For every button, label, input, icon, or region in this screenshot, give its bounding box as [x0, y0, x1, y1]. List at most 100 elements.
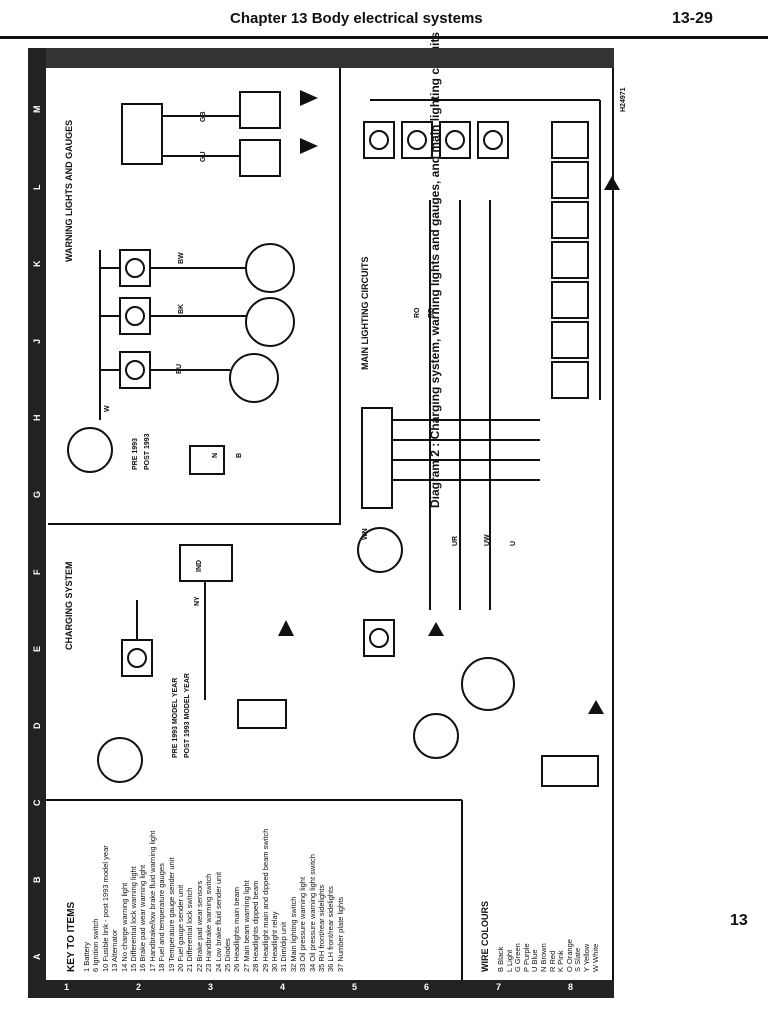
grid-letter: D [32, 722, 42, 730]
lamp-14-bulb [127, 648, 147, 668]
key-item: 26 Headlights main beam [232, 886, 242, 972]
wire-colour-item: Y Yellow [582, 943, 591, 972]
grid-strip-letters [28, 48, 46, 998]
lamp-35b-bulb [407, 130, 427, 150]
grid-letter: L [32, 184, 42, 191]
lighting-circuit [357, 99, 601, 787]
lamp-36b [551, 161, 589, 199]
label-post-1993-year: POST 1993 MODEL YEAR [184, 673, 191, 758]
wire-colour-item: N Brown [539, 943, 548, 972]
wire-label-u: U [510, 540, 517, 546]
grid-letter: M [32, 105, 42, 114]
sender-19 [239, 139, 281, 177]
section-label-charging: CHARGING SYSTEM [64, 561, 74, 650]
key-item: 27 Main beam warning light [241, 880, 251, 972]
chapter-side-tab: 13 [730, 912, 748, 929]
key-item: 13 Alternator [110, 929, 120, 972]
grid-letter: F [32, 569, 42, 576]
figure-code: H24971 [620, 87, 627, 112]
earth-symbols [278, 90, 620, 714]
key-item: 30 Headlight relay [270, 911, 279, 972]
wire-label-rb: RB [428, 307, 435, 318]
label-post-1993: POST 1993 [144, 433, 151, 470]
earth-2 [300, 138, 318, 154]
switch-23 [245, 243, 295, 293]
lamp-37a-bulb [445, 130, 465, 150]
headlight-26b [551, 241, 589, 279]
oil-lamp-33 [363, 619, 395, 657]
key-item: 36 LH front/rear sidelights [326, 886, 336, 972]
battery-1-a [237, 699, 287, 729]
wire-label-gu: GU [200, 151, 207, 163]
switch-21 [229, 353, 279, 403]
lamp-36a [551, 121, 589, 159]
lamp-15-bulb [125, 360, 145, 380]
section-label-main-lighting: MAIN LIGHTING CIRCUITS [360, 256, 370, 371]
alternator-ref-1 [189, 445, 225, 475]
alternator-13 [179, 544, 233, 582]
warning-27 [551, 361, 589, 399]
warning-lamps [67, 91, 295, 475]
lamp-37a [439, 121, 471, 159]
grid-letter: C [32, 799, 42, 807]
grid-number: 5 [352, 982, 358, 992]
earth-5 [588, 700, 604, 714]
lamp-16 [119, 249, 151, 287]
key-item: 33 Oil pressure warning light [298, 876, 308, 972]
key-item: 22 Brake pad wear sensors [194, 880, 204, 972]
dimdip-unit-31 [361, 407, 393, 509]
wire-label-uw: UW [484, 534, 491, 546]
key-item: 34 Oil pressure warning light switch [307, 854, 317, 972]
grid-number: 8 [568, 982, 574, 992]
wire-label-ind: IND [196, 559, 203, 572]
grid-letter: K [32, 260, 42, 268]
lamp-15 [119, 351, 151, 389]
battery-1-b [541, 755, 599, 787]
wire-colour-item: K Pink [556, 950, 566, 972]
chapter-title: Chapter 13 Body electrical systems [230, 10, 483, 27]
section-label-warning: WARNING LIGHTS AND GAUGES [64, 119, 74, 262]
key-item: 14 No charge warning light [119, 882, 129, 972]
key-item: 20 Fuel gauge sender unit [176, 884, 185, 972]
sender-20 [239, 91, 281, 129]
wire-label-bu: BU [176, 363, 183, 374]
key-item: 29 Headlight main and dipped beam switch [260, 828, 270, 972]
label-pre-1993-year: PRE 1993 MODEL YEAR [172, 677, 179, 758]
key-item: 28 Headlights dipped beam [251, 880, 261, 972]
headlight-28a [551, 281, 589, 319]
wire-label-w: W [104, 405, 111, 412]
key-item: 35 RH front/rear sidelights [317, 884, 326, 972]
page-header: Chapter 13 Body electrical systems 13-29 [0, 0, 768, 40]
key-item: 15 Differential lock warning light [129, 866, 138, 972]
header-rule [0, 36, 768, 39]
grid-number: 6 [424, 982, 430, 992]
wire-label-n: N [212, 452, 219, 458]
key-item: 10 Fusible link - post 1993 model year [100, 845, 110, 972]
key-item: 25 Diodes [223, 938, 232, 972]
label-pre-1993: PRE 1993 [132, 438, 139, 470]
wire-label-ny: NY [194, 596, 201, 606]
grid-number: 7 [496, 982, 502, 992]
grid-letter: H [32, 414, 42, 422]
lamp-35b [401, 121, 433, 159]
grid-strip-top [46, 48, 614, 68]
wire-label-bw: BW [178, 252, 185, 264]
wire-label-b: B [236, 452, 243, 458]
charging-circuit [97, 544, 287, 783]
key-item: 24 Low brake fluid sender unit [213, 871, 223, 972]
grid-number: 3 [208, 982, 214, 992]
wire-label-ro: RO [414, 307, 421, 319]
earth-1 [300, 90, 318, 106]
key-item: 1 Battery [82, 941, 91, 972]
grid-number: 1 [64, 982, 70, 992]
wire-colour-item: G Green [513, 943, 523, 972]
lamp-35a-bulb [369, 130, 389, 150]
grid-letter: G [32, 490, 42, 498]
grid-letter: A [32, 953, 42, 961]
key-title: KEY TO ITEMS [66, 901, 77, 972]
wire-colour-item: B Black [496, 946, 505, 972]
wire-colour-item: W White [590, 943, 600, 972]
lamp-35a [363, 121, 395, 159]
grid-strip-numbers [28, 980, 614, 998]
